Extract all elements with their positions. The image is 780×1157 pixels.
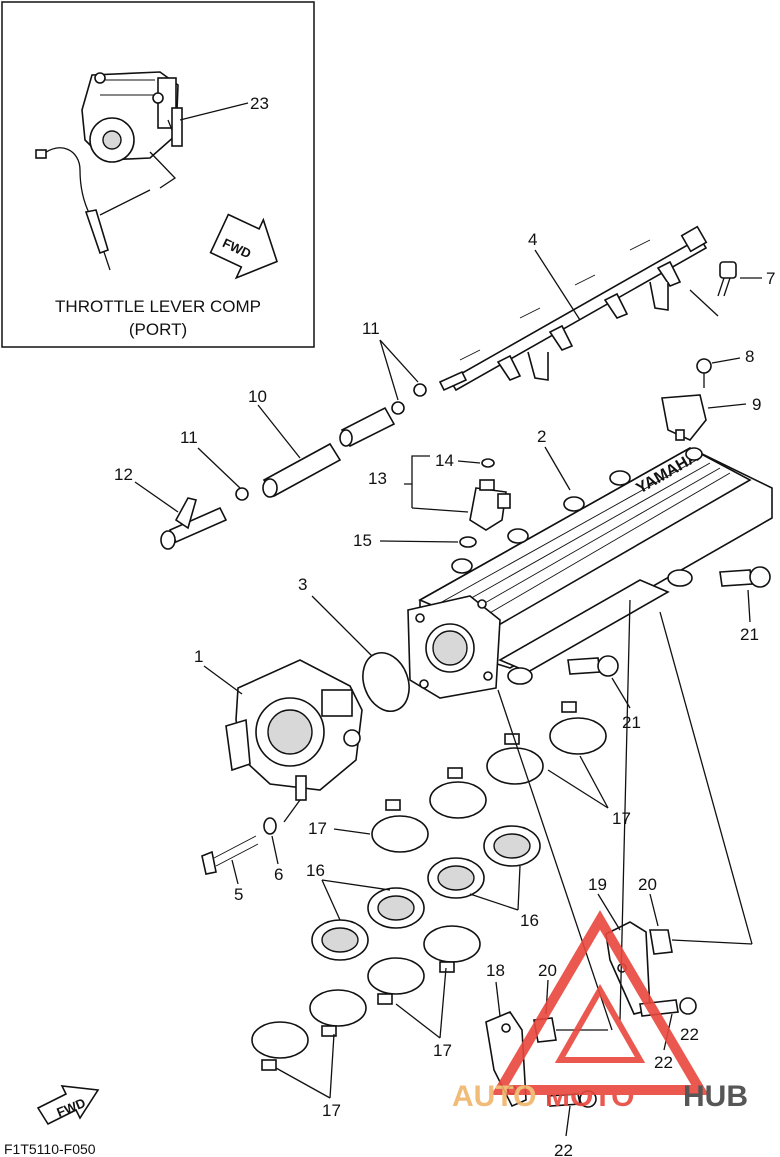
inset-subtitle: (PORT) <box>129 320 187 339</box>
callout-16-b: 16 <box>306 861 325 880</box>
svg-text:AUTO: AUTO <box>452 1080 536 1113</box>
callout-5: 5 <box>234 885 243 904</box>
callout-22-a: 22 <box>654 1053 673 1072</box>
callout-17-a: 17 <box>612 809 631 828</box>
callout-4: 4 <box>528 230 537 249</box>
callout-18: 18 <box>486 961 505 980</box>
oring-3: 3 <box>298 575 410 712</box>
intake-joints-16-right: 16 <box>427 825 541 930</box>
callout-21-a: 21 <box>740 625 759 644</box>
callout-22-b: 22 <box>554 1141 573 1157</box>
callout-11-a: 11 <box>180 428 198 447</box>
intake-manifold-2: YAMAHA 2 <box>407 427 773 699</box>
rail-ports <box>496 260 682 381</box>
joint-12: 12 <box>114 465 228 550</box>
callout-12: 12 <box>114 465 133 484</box>
callout-6: 6 <box>274 865 283 884</box>
throttle-lever-assembly <box>81 71 183 189</box>
bolt-21-upper: 21 <box>719 566 771 644</box>
rail-brackets <box>459 239 669 381</box>
injector-13: 13 <box>368 455 511 531</box>
screw-8: 8 <box>696 347 754 388</box>
oring-14: 14 <box>435 451 495 470</box>
callout-11-b: 11 <box>362 319 380 338</box>
manifold-fins <box>439 457 731 622</box>
callout-17-b: 17 <box>308 819 327 838</box>
bolt-7: 7 <box>689 261 775 317</box>
inset-title: THROTTLE LEVER COMP <box>55 297 261 316</box>
fwd-arrow: FWD <box>36 1085 100 1126</box>
svg-text:MOTO: MOTO <box>545 1080 634 1113</box>
bolt-5: 5 <box>201 835 259 904</box>
callout-17-d: 17 <box>322 1101 341 1120</box>
callout-16-a: 16 <box>520 911 539 930</box>
callout-3: 3 <box>298 575 307 594</box>
collar-20-upper: 20 <box>638 611 753 955</box>
drawing-code: F1T5110-F050 <box>4 1141 96 1157</box>
callout-22-c: 22 <box>680 1025 699 1044</box>
throttle-body-1: 1 <box>194 647 363 801</box>
callout-17-c: 17 <box>433 1041 452 1060</box>
seal-15: 15 <box>353 531 477 550</box>
callout-2: 2 <box>537 427 546 446</box>
callout-21-b: 21 <box>622 713 641 732</box>
throttle-lever-inset: FWD 23 THROTTLE LEVER COMP (PORT) <box>1 1 315 348</box>
callout-14: 14 <box>435 451 454 470</box>
callout-7: 7 <box>766 269 775 288</box>
fuel-rail: 4 <box>438 225 708 392</box>
watermark-logo: AUTO MOTO HUB <box>452 910 748 1113</box>
washer-6: 6 <box>263 799 301 884</box>
bracket-18: 18 <box>485 961 527 1108</box>
sensor-9: 9 <box>661 394 761 441</box>
callout-19: 19 <box>588 875 607 894</box>
clamps-11: 11 11 <box>180 319 427 501</box>
inset-fwd-arrow: FWD <box>209 213 278 280</box>
callout-13: 13 <box>368 469 387 488</box>
svg-text:HUB: HUB <box>683 1080 748 1113</box>
intake-joints-16-left: 16 <box>306 861 425 961</box>
callout-8: 8 <box>745 347 754 366</box>
callout-23: 23 <box>250 94 269 113</box>
callout-20-b: 20 <box>538 961 557 980</box>
callout-1: 1 <box>194 647 203 666</box>
hose-clamps-17-upper: 17 17 <box>308 701 631 853</box>
hose-clamps-17-lower: 17 17 <box>251 925 481 1120</box>
callout-15: 15 <box>353 531 372 550</box>
callout-10: 10 <box>248 387 267 406</box>
sensor-cable <box>35 147 151 271</box>
callout-20-a: 20 <box>638 875 657 894</box>
hose-10: 10 <box>248 387 396 498</box>
callout-9: 9 <box>752 395 761 414</box>
